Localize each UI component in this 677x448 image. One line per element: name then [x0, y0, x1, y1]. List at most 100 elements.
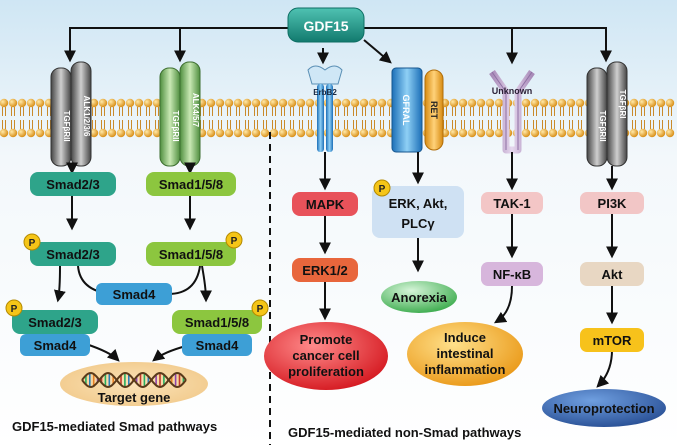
lipid-head: [557, 98, 567, 108]
lipid-head: [35, 98, 45, 108]
lipid-head: [278, 128, 288, 138]
smad158-p-label: Smad1/5/8: [159, 247, 223, 262]
inflam-label-1: Induce: [444, 330, 486, 345]
lipid-tail: [371, 107, 375, 116]
lipid-tail: [281, 107, 285, 116]
erk12-label: ERK1/2: [302, 263, 348, 278]
lipid-head: [269, 128, 279, 138]
phospho-label: P: [379, 184, 386, 195]
lipid-tail: [542, 120, 546, 129]
target-gene-label: Target gene: [98, 390, 171, 405]
lipid-head: [638, 128, 648, 138]
lipid-head: [233, 98, 243, 108]
lipid-head: [17, 128, 27, 138]
lipid-head: [377, 98, 387, 108]
node-anorexia: Anorexia: [381, 281, 457, 313]
lipid-tail: [659, 107, 663, 116]
node-target-gene: Target gene: [60, 362, 208, 406]
lipid-head: [629, 98, 639, 108]
lipid-head: [647, 128, 657, 138]
lipid-head: [0, 98, 9, 108]
lipid-tail: [110, 120, 114, 129]
lipid-head: [350, 128, 360, 138]
lipid-tail: [497, 120, 501, 129]
lipid-head: [332, 128, 342, 138]
lipid-tail: [353, 120, 357, 129]
lipid-tail: [452, 120, 456, 129]
smad158-label: Smad1/5/8: [159, 177, 223, 192]
receptor-label-gfral: GFRAL: [401, 95, 411, 126]
lipid-head: [467, 128, 477, 138]
erk-akt-label-1: ERK, Akt,: [389, 196, 448, 211]
lipid-tail: [578, 107, 582, 116]
lipid-tail: [542, 107, 546, 116]
lipid-head: [125, 128, 135, 138]
lipid-head: [521, 128, 531, 138]
lipid-tail: [362, 107, 366, 116]
smad23-p-label: Smad2/3: [46, 247, 99, 262]
lipid-head: [476, 128, 486, 138]
lipid-head: [0, 128, 9, 138]
lipid-head: [629, 128, 639, 138]
lipid-head: [116, 128, 126, 138]
lipid-head: [287, 98, 297, 108]
lipid-tail: [254, 120, 258, 129]
node-pi3k: PI3K: [580, 192, 644, 214]
lipid-tail: [524, 107, 528, 116]
lipid-tail: [227, 120, 231, 129]
lipid-head: [350, 98, 360, 108]
lipid-head: [296, 128, 306, 138]
lipid-head: [116, 98, 126, 108]
node-neuroprotection: Neuroprotection: [542, 389, 666, 427]
lipid-tail: [488, 120, 492, 129]
lipid-tail: [479, 107, 483, 116]
lipid-tail: [11, 120, 15, 129]
dna-helix-icon: [81, 371, 187, 389]
receptor-label-ret: RET: [429, 101, 439, 120]
mapk-label: MAPK: [306, 197, 345, 212]
lipid-tail: [92, 120, 96, 129]
lipid-tail: [299, 120, 303, 129]
lipid-head: [449, 128, 459, 138]
lipid-head: [107, 128, 117, 138]
lipid-tail: [461, 120, 465, 129]
lipid-tail: [20, 120, 24, 129]
lipid-tail: [218, 107, 222, 116]
node-cancer-proliferation: Promote cancer cell proliferation: [264, 322, 388, 390]
lipid-tail: [209, 120, 213, 129]
nfkb-label: NF-κB: [493, 267, 531, 282]
lipid-tail: [263, 120, 267, 129]
lipid-tail: [101, 107, 105, 116]
lipid-tail: [245, 107, 249, 116]
lipid-tail: [641, 120, 645, 129]
lipid-head: [305, 128, 315, 138]
lipid-tail: [119, 120, 123, 129]
receptor-label-tgfbrii-3: TGFβRII: [598, 110, 607, 141]
lipid-head: [206, 128, 216, 138]
anorexia-label: Anorexia: [391, 290, 447, 305]
lipid-tail: [245, 120, 249, 129]
lipid-tail: [308, 120, 312, 129]
lipid-head: [656, 128, 666, 138]
lipid-head: [251, 128, 261, 138]
lipid-head: [467, 98, 477, 108]
lipid-head: [143, 128, 153, 138]
mtor-label: mTOR: [593, 333, 632, 348]
lipid-head: [548, 128, 558, 138]
lipid-tail: [38, 107, 42, 116]
lipid-head: [35, 128, 45, 138]
phospho-label: P: [11, 304, 18, 315]
lipid-tail: [650, 120, 654, 129]
node-smad4-center: Smad4: [96, 283, 172, 305]
lipid-tail: [551, 120, 555, 129]
lipid-head: [566, 98, 576, 108]
lipid-tail: [146, 107, 150, 116]
lipid-head: [458, 98, 468, 108]
node-mapk: MAPK: [292, 192, 358, 216]
lipid-tail: [137, 120, 141, 129]
lipid-tail: [488, 107, 492, 116]
receptor-label-tgfbrii-2: TGFβRII: [171, 110, 180, 141]
lipid-tail: [227, 107, 231, 116]
ligand-label: GDF15: [303, 18, 348, 34]
